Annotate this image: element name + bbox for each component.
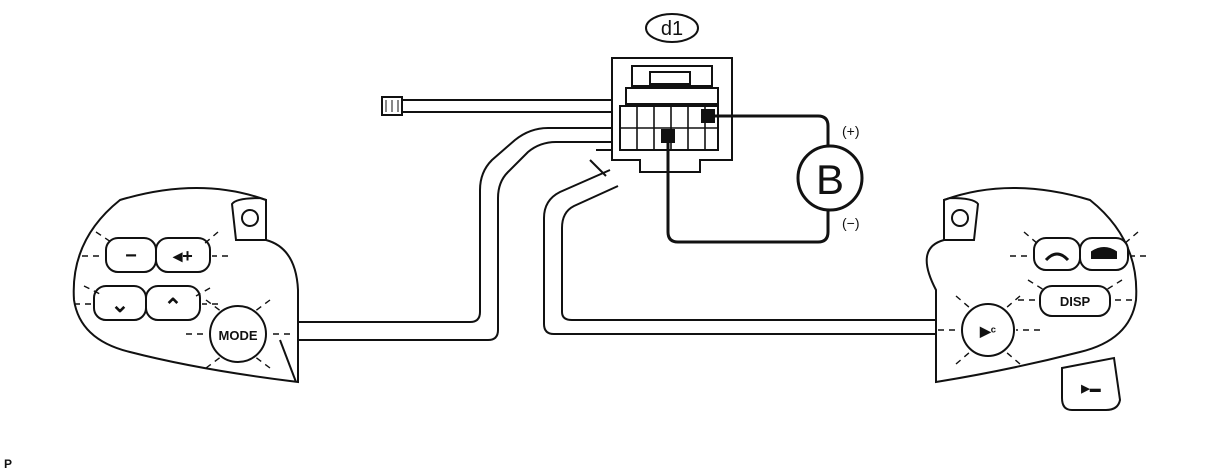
left-mount-hole xyxy=(241,209,259,227)
wire-harness xyxy=(284,96,968,341)
volume-minus-label: − xyxy=(125,245,137,267)
negative-label: (−) xyxy=(842,215,860,231)
negative-lead xyxy=(666,136,830,244)
connector-label: d1 xyxy=(661,18,683,40)
ground-lead xyxy=(402,99,612,113)
left-button-highlights xyxy=(74,231,290,369)
left-harness xyxy=(284,127,612,323)
battery: B xyxy=(796,144,864,212)
connector-label-bubble: d1 xyxy=(645,13,699,43)
right-harness xyxy=(543,169,968,335)
volume-minus-button[interactable]: − xyxy=(105,237,157,273)
display-label: DISP xyxy=(1060,294,1091,309)
mode-button[interactable]: MODE xyxy=(209,305,267,363)
seek-up-button[interactable]: ⌃ xyxy=(145,285,201,321)
seek-down-label: ⌄ xyxy=(111,292,129,317)
phone-hangup-button[interactable] xyxy=(1033,237,1081,271)
voice-label: ▶ᶜ xyxy=(979,323,996,339)
positive-lead xyxy=(708,114,830,150)
voice-button[interactable]: ▶ᶜ xyxy=(961,303,1015,357)
seek-down-button[interactable]: ⌄ xyxy=(93,285,147,321)
battery-label: B xyxy=(816,156,844,203)
corner-mark: P xyxy=(4,457,12,471)
positive-label: (+) xyxy=(842,123,860,139)
right-steering-switch: DISP ▶ᶜ ▶▬ xyxy=(925,187,1146,411)
volume-plus-label: ◂+ xyxy=(172,246,193,266)
right-mount-hole xyxy=(951,209,969,227)
seek-up-label: ⌃ xyxy=(164,294,182,319)
lower-lever[interactable]: ▶▬ xyxy=(1061,356,1122,411)
battery-circuit xyxy=(666,114,830,244)
left-steering-switch: − ◂+ ⌄ ⌃ MODE xyxy=(72,187,299,384)
phone-answer-button[interactable] xyxy=(1079,237,1129,271)
volume-plus-button[interactable]: ◂+ xyxy=(155,237,211,273)
connector-d1 xyxy=(611,57,733,173)
right-button-highlights xyxy=(938,231,1146,365)
display-button[interactable]: DISP xyxy=(1039,285,1111,317)
lower-lever-label: ▶▬ xyxy=(1080,383,1100,395)
mode-label: MODE xyxy=(219,328,258,343)
